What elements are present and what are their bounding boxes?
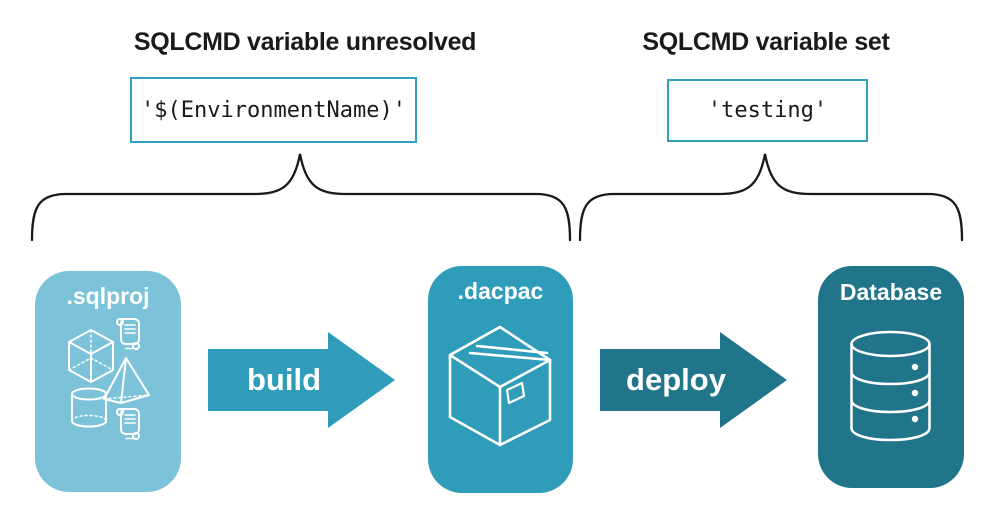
node-dacpac: .dacpac xyxy=(428,266,573,493)
deploy-arrow-label: deploy xyxy=(626,362,726,397)
deploy-arrow xyxy=(600,332,787,428)
database-cylinder-icon xyxy=(850,330,931,442)
code-box-set: 'testing' xyxy=(667,79,868,142)
code-box-unresolved: '$(EnvironmentName)' xyxy=(130,77,417,143)
package-box-icon xyxy=(448,325,552,447)
brace-right xyxy=(578,153,964,242)
node-sqlproj: .sqlproj xyxy=(35,271,181,492)
node-database: Database xyxy=(818,266,964,488)
annotation-title-unresolved: SQLCMD variable unresolved xyxy=(133,28,477,56)
build-arrow xyxy=(208,332,395,428)
node-sqlproj-label: .sqlproj xyxy=(66,283,150,309)
code-text-unresolved: '$(EnvironmentName)' xyxy=(141,97,406,123)
node-dacpac-label: .dacpac xyxy=(457,278,544,304)
node-database-label: Database xyxy=(839,279,943,305)
annotation-title-set: SQLCMD variable set xyxy=(642,28,890,56)
build-arrow-label: build xyxy=(246,362,322,397)
code-text-set: 'testing' xyxy=(707,98,828,123)
brace-left xyxy=(30,153,572,242)
sql-objects-icon xyxy=(68,318,150,440)
